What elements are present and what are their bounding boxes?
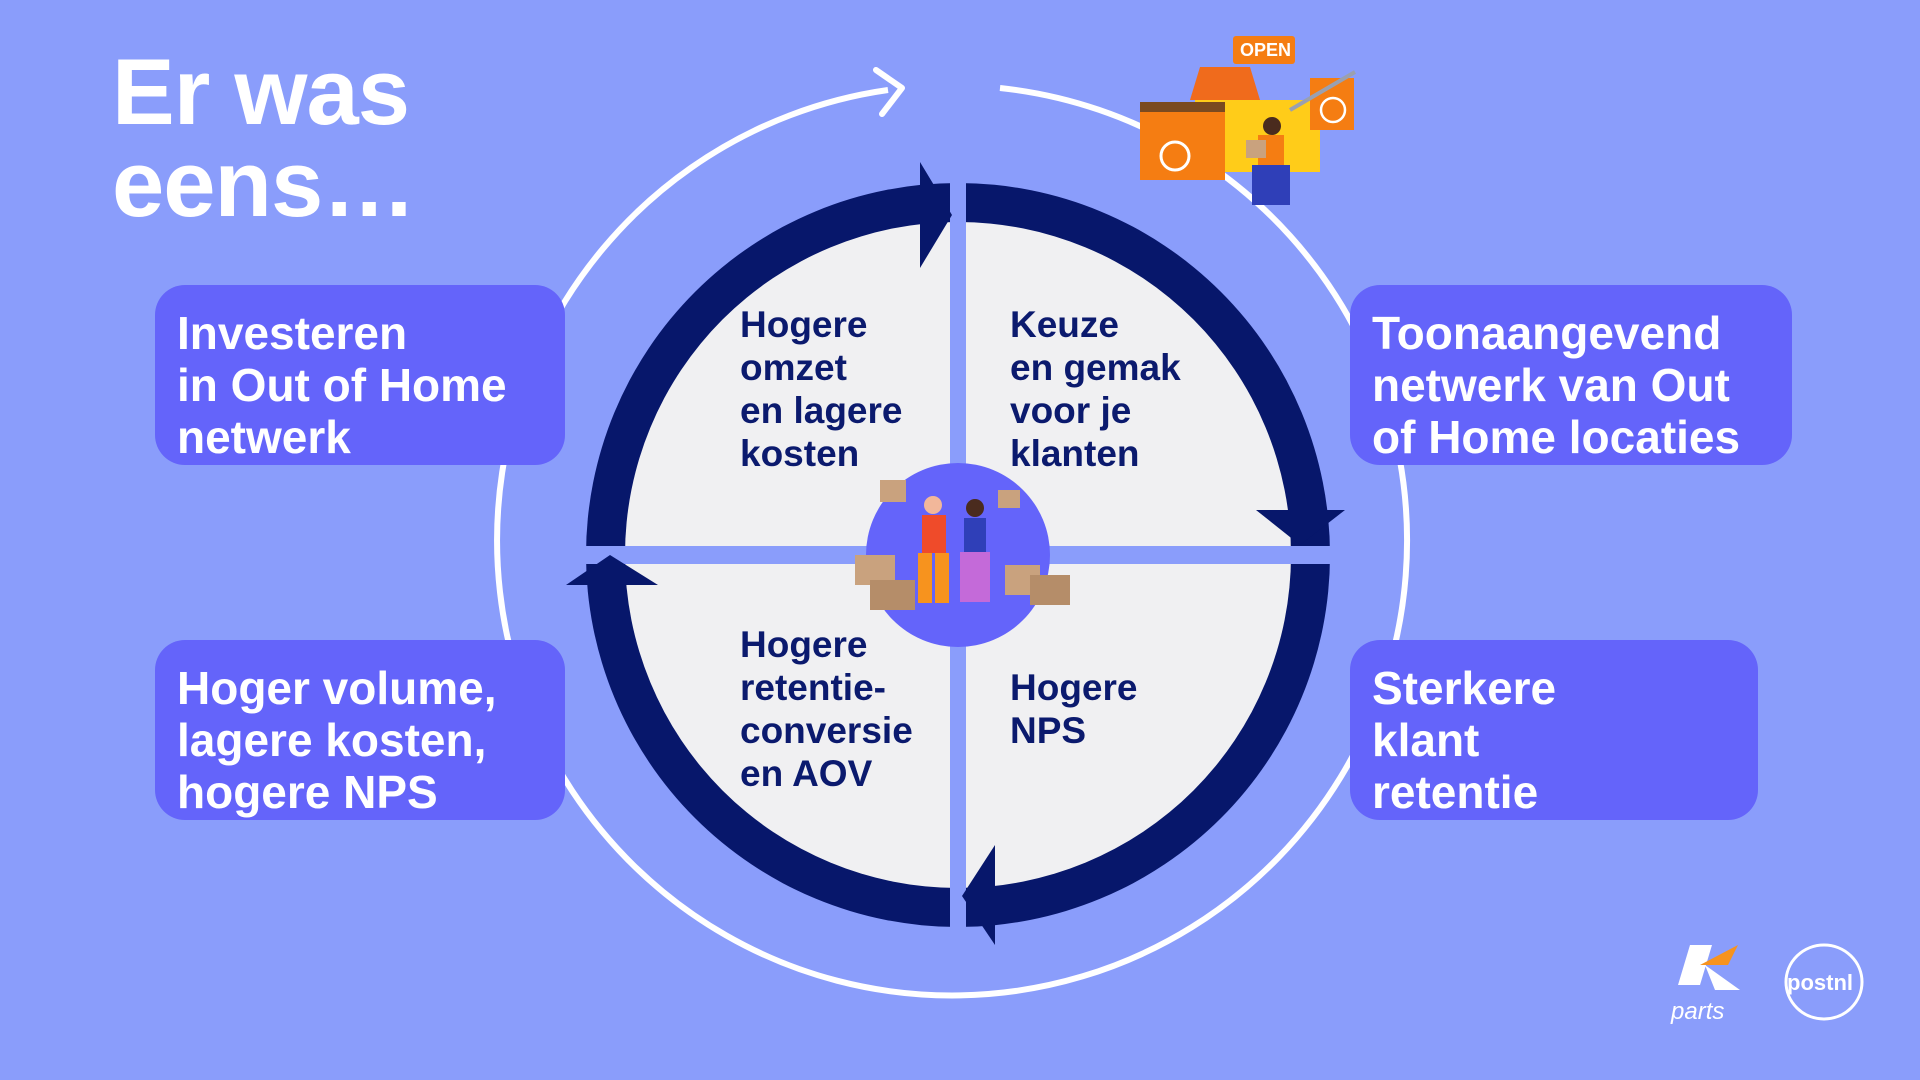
box-line: Hoger volume, — [177, 662, 497, 714]
box-higher-volume: Hoger volume, lagere kosten, hogere NPS — [155, 640, 565, 820]
box-line: of Home locaties — [1372, 411, 1741, 463]
quadrant-line: retentie- — [740, 667, 886, 708]
quadrant-line: Hogere — [740, 624, 868, 665]
cycle-arrowhead-right — [1256, 510, 1345, 545]
postnl-shop-illustration — [1140, 36, 1357, 205]
slide-title: Er was eens… — [112, 39, 416, 236]
quadrant-line: omzet — [740, 347, 847, 388]
quadrant-line: kosten — [740, 433, 860, 474]
quadrant-line: voor je — [1010, 390, 1132, 431]
box-line: retentie — [1372, 766, 1539, 818]
quadrant-line: en gemak — [1010, 347, 1181, 388]
center-people-illustration — [855, 463, 1070, 647]
quadrant-revenue-costs: Hogere omzet en lagere kosten — [740, 303, 902, 475]
quadrant-line: en AOV — [740, 753, 873, 794]
gap-top — [950, 150, 966, 210]
box-stronger-retention: Sterkere klant retentie — [1350, 640, 1758, 820]
quadrant-line: en lagere — [740, 390, 903, 431]
kparts-logo-label: parts — [1671, 998, 1725, 1025]
box-line: Sterkere — [1372, 662, 1557, 714]
quadrant-line: klanten — [1010, 433, 1140, 474]
quadrant-line: Hogere — [740, 304, 868, 345]
title-line-1: Er was — [112, 39, 410, 144]
outer-ring-arrowhead — [873, 67, 905, 117]
quadrant-retention-conversion: Hogere retentie- conversie en AOV — [740, 623, 913, 795]
quadrant-line: Keuze — [1010, 304, 1119, 345]
quadrant-line: conversie — [740, 710, 913, 751]
postnl-logo-icon — [1784, 943, 1864, 1021]
box-line: Investeren — [177, 307, 408, 359]
box-line: netwerk van Out — [1372, 359, 1730, 411]
box-line: in Out of Home — [177, 359, 507, 411]
box-line: klant — [1372, 714, 1480, 766]
box-invest-network: Investeren in Out of Home netwerk — [155, 285, 565, 465]
cycle-arrowhead-bottom — [962, 845, 995, 945]
quadrant-choice-convenience: Keuze en gemak voor je klanten — [1010, 303, 1181, 475]
cycle-arrowhead-top — [920, 162, 952, 268]
title-line-2: eens… — [112, 131, 416, 236]
quadrant-higher-nps: Hogere NPS — [1010, 666, 1137, 752]
postnl-logo-label: postnl — [1787, 970, 1853, 995]
box-line: Toonaangevend — [1372, 307, 1722, 359]
quadrant-line: NPS — [1010, 710, 1087, 751]
box-line: hogere NPS — [177, 766, 438, 818]
cycle-arrowhead-left — [566, 555, 658, 585]
kparts-logo-icon — [1678, 945, 1740, 990]
box-line: netwerk — [177, 411, 351, 463]
box-line: lagere kosten, — [177, 714, 487, 766]
quadrant-line: Hogere — [1010, 667, 1138, 708]
gap-bottom — [950, 890, 966, 950]
box-leading-network: Toonaangevend netwerk van Out of Home lo… — [1350, 285, 1792, 465]
shop-open-sign: OPEN — [1240, 40, 1292, 60]
gap-right — [1290, 546, 1350, 564]
